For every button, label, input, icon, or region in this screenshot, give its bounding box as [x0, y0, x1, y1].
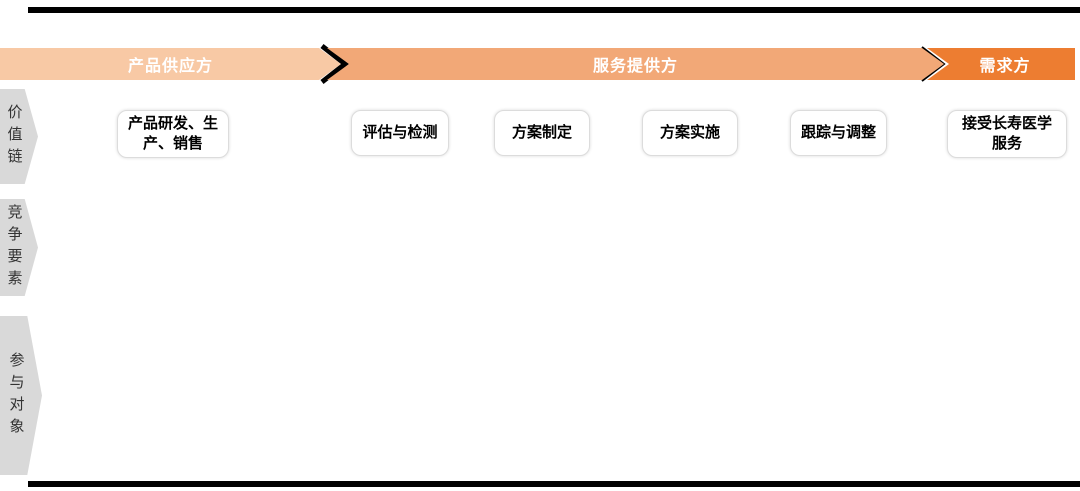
- card-receive-longevity-medical-service-label: 接受长寿医学 服务: [961, 115, 1052, 152]
- top-border-bar: [28, 7, 1080, 13]
- card-tracking-and-adjustment-label: 跟踪与调整: [800, 124, 876, 141]
- card-product-rd-production-sales-label: 产品研发、生 产、销售: [127, 115, 218, 152]
- row-label-value-chain-text: 价值链: [5, 103, 23, 170]
- row-label-competitive-factors-text: 竞争要素: [5, 203, 23, 292]
- row-label-participants-text: 参与对象: [7, 351, 25, 440]
- banner-product-supplier-label: 产品供应方: [127, 58, 213, 75]
- card-tracking-and-adjustment: 跟踪与调整: [790, 110, 887, 156]
- banner-demand-side-label: 需求方: [979, 58, 1031, 75]
- card-plan-implementation-label: 方案实施: [659, 124, 720, 141]
- thick-chevron-separator-icon: [320, 44, 350, 84]
- bottom-border-bar: [28, 481, 1080, 487]
- banner-product-supplier: 产品供应方: [0, 48, 341, 80]
- banner-service-provider: 服务提供方: [327, 48, 944, 80]
- thin-chevron-separator-icon: [921, 46, 946, 82]
- card-assessment-and-testing-label: 评估与检测: [362, 124, 438, 141]
- card-receive-longevity-medical-service: 接受长寿医学 服务: [947, 110, 1067, 158]
- card-plan-implementation: 方案实施: [642, 110, 738, 156]
- banner-service-provider-label: 服务提供方: [592, 58, 678, 75]
- card-plan-formulation: 方案制定: [494, 110, 590, 156]
- card-plan-formulation-label: 方案制定: [511, 124, 572, 141]
- card-assessment-and-testing: 评估与检测: [351, 110, 449, 156]
- card-product-rd-production-sales: 产品研发、生 产、销售: [117, 110, 229, 158]
- banner-demand-side: 需求方: [927, 48, 1075, 80]
